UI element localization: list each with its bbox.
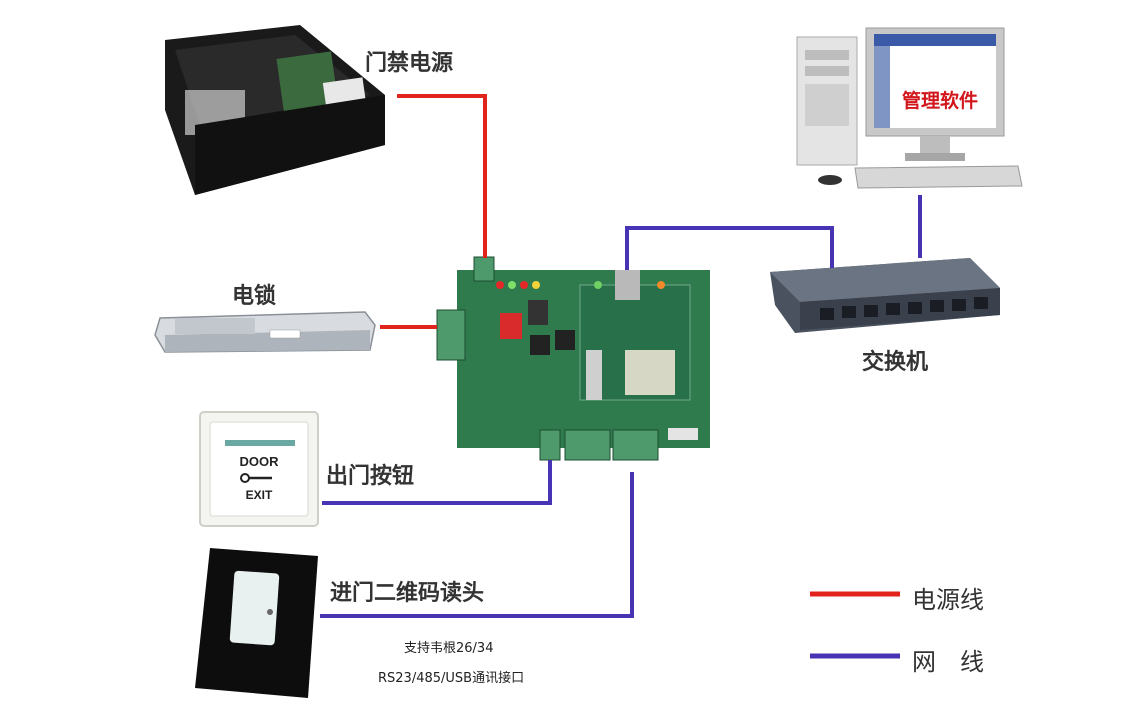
protocol-note-1: 支持韦根26/34 xyxy=(404,637,493,656)
exit-button-label: 出门按钮 xyxy=(326,458,414,490)
qr-reader-label: 进门二维码读头 xyxy=(330,575,484,607)
exit-button-exit-text: EXIT xyxy=(246,488,273,502)
legend-network-label: 网 线 xyxy=(912,642,984,677)
protocol-note-2: RS23/485/USB通讯接口 xyxy=(378,667,524,686)
electric-lock-image xyxy=(155,312,375,352)
exit-button-door-text: DOOR xyxy=(240,454,280,469)
power-supply-image xyxy=(165,25,385,195)
qr-reader-image xyxy=(195,548,318,698)
network-switch-image xyxy=(770,258,1000,333)
lock-label: 电锁 xyxy=(232,278,276,310)
power-supply-label: 门禁电源 xyxy=(365,45,453,77)
controller-board-image xyxy=(437,257,710,460)
legend-power-label: 电源线 xyxy=(912,580,984,615)
software-screen-label: 管理软件 xyxy=(902,89,978,112)
switch-label: 交换机 xyxy=(862,344,928,376)
exit-button-image: DOOR EXIT xyxy=(200,412,318,526)
